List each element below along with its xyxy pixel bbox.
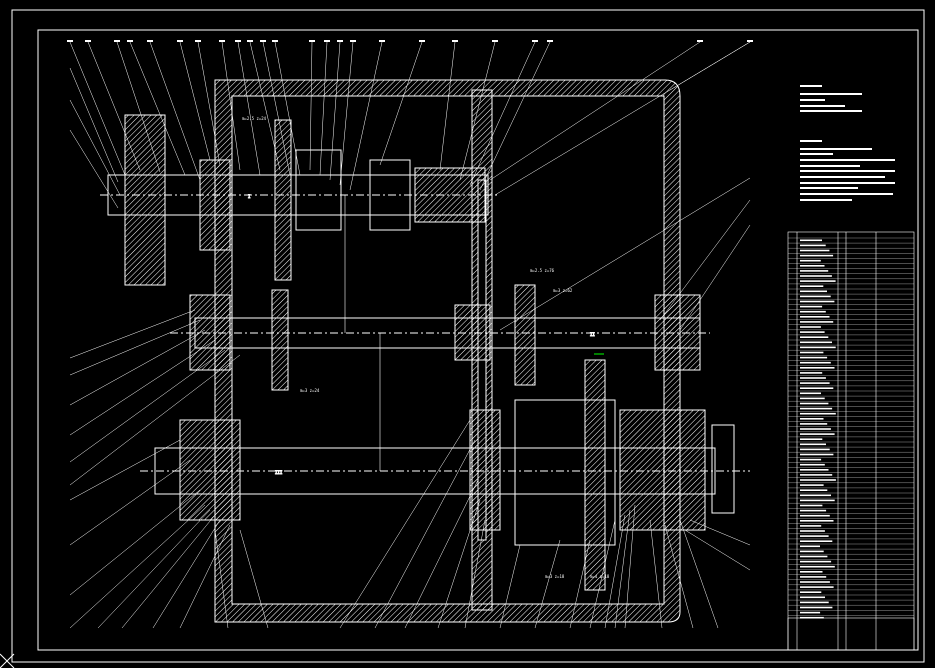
parts-list-entry-mark <box>800 244 826 247</box>
parts-list-entry-mark <box>800 249 830 252</box>
parts-list-entry-mark <box>800 514 830 517</box>
parts-list-entry-mark <box>800 254 834 257</box>
shaft-2-assembly: II <box>170 284 710 391</box>
parts-list-entry-mark <box>800 499 835 502</box>
parts-list-entry-mark <box>800 270 829 272</box>
parts-list-entry-mark <box>800 402 829 405</box>
parts-list-entry-mark <box>800 321 834 323</box>
parts-list-entry-mark <box>800 448 830 451</box>
parts-list-entry-mark <box>800 484 824 486</box>
parts-list-entry-mark <box>800 331 825 333</box>
parts-list-entry-mark <box>800 265 825 267</box>
parts-list-entry-mark <box>800 545 820 548</box>
parts-list-table <box>787 231 915 651</box>
parts-list-entry-mark <box>800 540 833 542</box>
parts-list-entry-mark <box>800 520 834 522</box>
parts-list-entry-mark <box>800 259 821 262</box>
technical-notes <box>800 85 895 201</box>
parts-list-entry-mark <box>800 392 821 395</box>
parts-list-entry-mark <box>800 295 831 298</box>
parts-list-entry-mark <box>800 275 832 277</box>
parts-list-entry-mark <box>800 535 829 537</box>
parts-list-entry-mark <box>800 407 833 410</box>
parts-list-entry-mark <box>800 336 829 338</box>
parts-list-entry-mark <box>800 596 825 599</box>
parts-list-entry-mark <box>800 611 821 614</box>
parts-list-entry-mark <box>800 576 827 578</box>
parts-list-entry-mark <box>800 504 823 507</box>
parts-list-entry-mark <box>800 372 823 374</box>
parts-list-entry-mark <box>800 377 826 379</box>
parts-list-entry-mark <box>800 356 828 359</box>
parts-list-entry-mark <box>800 412 836 415</box>
gear-annotation: m=2.5 z=24 <box>242 116 267 121</box>
gear-annotation: m=3 z=24 <box>300 388 320 393</box>
part-leaders <box>69 41 751 629</box>
parts-list-entry-mark <box>800 346 836 349</box>
parts-list-entry-mark <box>800 326 821 328</box>
parts-list-entry-mark <box>800 571 823 573</box>
parts-list-entry-mark <box>800 463 825 466</box>
parts-list-entry-mark <box>800 606 833 609</box>
parts-list-entry-mark <box>800 469 829 471</box>
shaft-3-label: III <box>275 470 283 475</box>
parts-list-entry-mark <box>800 351 824 354</box>
shaft-1-assembly: I <box>100 114 500 286</box>
parts-list-entry-mark <box>800 565 835 568</box>
center-distance-dimensions <box>344 195 381 471</box>
parts-list-entry-mark <box>800 586 834 588</box>
part-number-marks <box>67 40 753 42</box>
parts-list-entry-mark <box>800 525 822 527</box>
parts-list-entry-mark <box>800 239 822 242</box>
parts-list-entry-mark <box>800 300 835 303</box>
parts-list-entry-mark <box>800 361 831 364</box>
parts-list-entry-mark <box>800 367 835 369</box>
parts-list-entry-mark <box>800 474 833 476</box>
parts-list-entry-mark <box>800 581 830 583</box>
parts-list-entry-mark <box>800 387 834 389</box>
inner-frame <box>37 29 919 651</box>
parts-list-entry-mark <box>800 489 828 491</box>
parts-list-entry-mark <box>800 438 823 440</box>
parts-list-entry-mark <box>800 397 825 400</box>
parts-list-entry-mark <box>800 560 832 563</box>
parts-list-entry-mark <box>800 458 822 461</box>
parts-list-entry-mark <box>800 428 831 430</box>
parts-list-entry-mark <box>800 555 828 558</box>
parts-list-entry-mark <box>800 310 826 313</box>
parts-list-entry-mark <box>800 550 824 553</box>
parts-list-entry-mark <box>800 530 825 532</box>
parts-list-entry-mark <box>800 382 830 384</box>
shaft-1-label: I <box>248 194 251 199</box>
gear-annotation: m=2.5 z=76 <box>530 268 555 273</box>
shaft-2-label: II <box>590 332 595 337</box>
parts-list-entry-mark <box>800 280 836 282</box>
parts-list-entry-mark <box>800 494 831 497</box>
parts-list-entry-mark <box>800 479 836 481</box>
gear-annotation: m=3 z=62 <box>553 288 573 293</box>
parts-list-entry-mark <box>800 418 824 420</box>
corner-mark <box>0 653 15 668</box>
parts-list-entry-mark <box>800 453 834 456</box>
shaft-3-assembly: III <box>140 359 750 591</box>
parts-list-entry-mark <box>800 316 830 318</box>
parts-list-entry-mark <box>800 616 824 619</box>
parts-list-entry-mark <box>800 341 832 344</box>
gear-annotation: m=3 z=18 <box>545 574 565 579</box>
parts-list-entry-mark <box>800 601 829 604</box>
gear-annotation: m=4 z=18 <box>590 574 610 579</box>
parts-list-entry-mark <box>800 290 827 293</box>
parts-list-entry-mark <box>800 591 822 593</box>
parts-list-entry-mark <box>800 285 824 287</box>
outer-frame <box>11 9 925 663</box>
parts-list-entry-mark <box>800 443 826 446</box>
parts-list-entry-mark <box>800 305 823 308</box>
parts-list-entry-mark <box>800 433 835 435</box>
parts-list-entry-mark <box>800 509 827 512</box>
parts-list-entry-mark <box>800 423 828 425</box>
